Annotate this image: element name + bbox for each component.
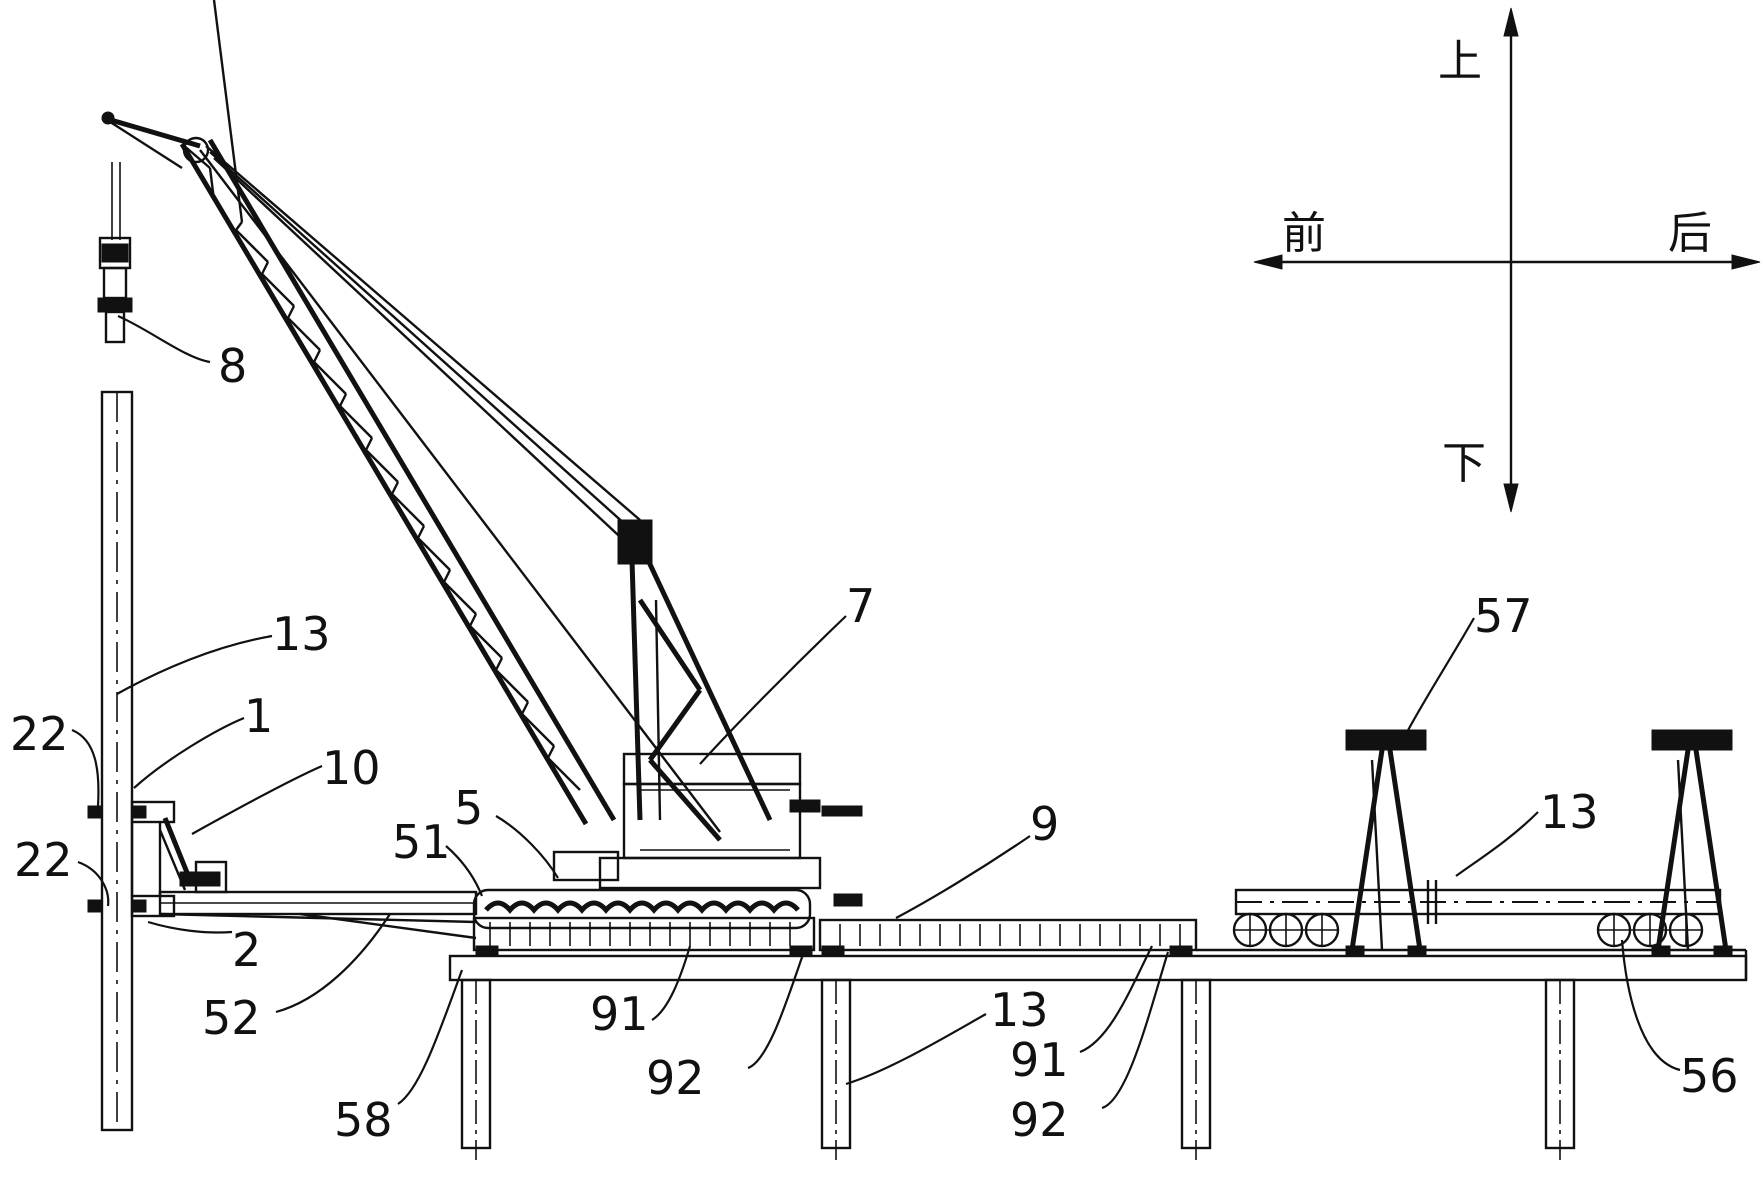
direction-back-label: 后 <box>1668 208 1712 259</box>
crane-boom <box>102 0 614 824</box>
callout-13-pile: 13 <box>272 607 331 661</box>
callout-7: 7 <box>846 579 875 633</box>
callout-22-upper: 22 <box>10 707 69 761</box>
callout-92-left: 92 <box>646 1051 705 1105</box>
callout-51: 51 <box>392 815 451 869</box>
callout-52: 52 <box>202 991 261 1045</box>
direction-front-label: 前 <box>1282 208 1326 259</box>
callout-13-trestle: 13 <box>990 983 1049 1037</box>
pile-storage-gantries <box>1234 730 1732 956</box>
direction-up-label: 上 <box>1438 36 1482 87</box>
callout-2: 2 <box>232 923 261 977</box>
callout-22-lower: 22 <box>14 833 73 887</box>
callout-1: 1 <box>244 689 273 743</box>
callout-13-carrier: 13 <box>1540 785 1599 839</box>
callout-92-right: 92 <box>1010 1093 1069 1147</box>
callout-57: 57 <box>1474 589 1533 643</box>
leader-lines <box>72 316 1680 1108</box>
hanging-pile-hammer <box>98 162 132 342</box>
callout-9: 9 <box>1030 797 1059 851</box>
callout-8: 8 <box>218 339 247 393</box>
callout-10: 10 <box>322 741 381 795</box>
callout-91-right: 91 <box>1010 1033 1069 1087</box>
callout-91-left: 91 <box>590 987 649 1041</box>
crane-crawler-track <box>474 890 810 928</box>
direction-indicator: 上 下 前 后 <box>1254 8 1760 512</box>
crane-mast <box>618 520 770 840</box>
callout-5: 5 <box>454 781 483 835</box>
crane-pendants <box>200 146 720 832</box>
steel-pile-left <box>88 392 146 1130</box>
direction-down-label: 下 <box>1442 438 1486 489</box>
callout-56: 56 <box>1680 1049 1739 1103</box>
callout-58: 58 <box>334 1093 393 1147</box>
